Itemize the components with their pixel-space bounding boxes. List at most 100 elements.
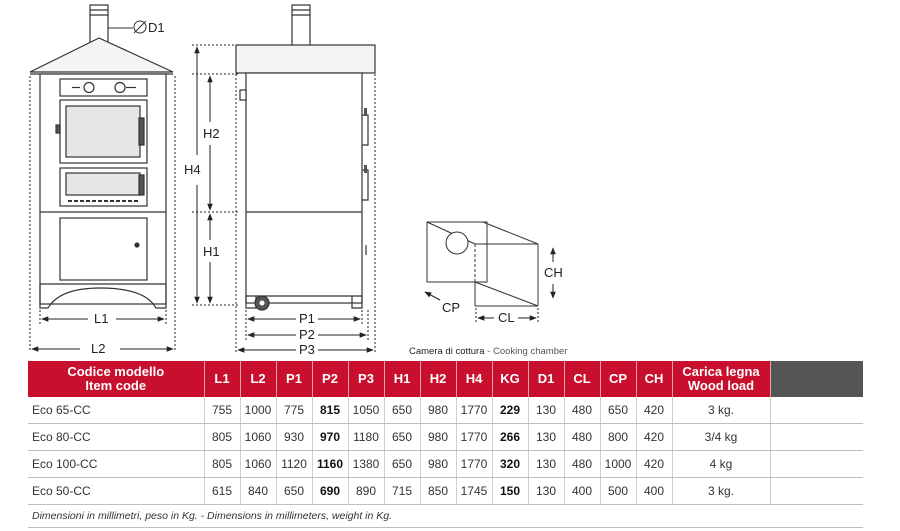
cell-l2: 840 — [240, 477, 277, 505]
cell-cp: 1000 — [600, 450, 637, 478]
header-col-h1: H1 — [384, 361, 421, 397]
height-dimensions: H4 H2 H1 — [184, 44, 238, 306]
cell-blank — [770, 397, 863, 424]
cell-p3: 1050 — [348, 397, 385, 424]
d1-label: D1 — [108, 20, 165, 35]
cell-h1: 650 — [384, 450, 421, 478]
cell-wood-load: 3/4 kg — [672, 423, 771, 451]
table-note-row: Dimensioni in millimetri, peso in Kg. - … — [28, 504, 863, 528]
header-col-p3: P3 — [348, 361, 385, 397]
side-view — [235, 4, 376, 311]
chamber-caption-sep: - — [485, 346, 493, 357]
h4-label: H4 — [184, 162, 201, 177]
cell-p1: 930 — [276, 423, 313, 451]
header-blank — [770, 361, 863, 397]
cell-p2: 815 — [312, 397, 349, 424]
p3-label: P3 — [299, 342, 315, 357]
cell-ch: 400 — [636, 477, 673, 505]
header-col-ch: CH — [636, 361, 673, 397]
p1-label: P1 — [299, 311, 315, 326]
l2-label: L2 — [91, 341, 105, 356]
side-dimensions: P1 P2 P3 — [235, 74, 376, 357]
cell-wood-load: 3 kg. — [672, 477, 771, 505]
cell-h2: 980 — [420, 423, 457, 451]
row-model: Eco 50-CC — [28, 477, 205, 505]
cell-p3: 1380 — [348, 450, 385, 478]
chamber-caption: Camera di cottura - Cooking chamber — [409, 346, 567, 357]
cell-ch: 420 — [636, 450, 673, 478]
cl-label: CL — [498, 310, 515, 325]
cell-p2: 690 — [312, 477, 349, 505]
cell-blank — [770, 423, 863, 451]
cell-p3: 1180 — [348, 423, 385, 451]
cell-kg: 150 — [492, 477, 529, 505]
cell-wood-load: 4 kg — [672, 450, 771, 478]
header-col-d1: D1 — [528, 361, 565, 397]
cell-kg: 229 — [492, 397, 529, 424]
cell-h2: 980 — [420, 397, 457, 424]
cell-h2: 980 — [420, 450, 457, 478]
cell-l2: 1000 — [240, 397, 277, 424]
cell-d1: 130 — [528, 477, 565, 505]
row-model: Eco 80-CC — [28, 423, 205, 451]
cell-h1: 715 — [384, 477, 421, 505]
row-model: Eco 100-CC — [28, 450, 205, 478]
cell-cl: 400 — [564, 477, 601, 505]
header-load-en: Wood load — [687, 378, 755, 393]
cell-h4: 1745 — [456, 477, 493, 505]
cell-cp: 500 — [600, 477, 637, 505]
header-col-h2: H2 — [420, 361, 457, 397]
header-col-kg: KG — [492, 361, 529, 397]
oven-technical-drawing: D1 L1 L2 H4 H2 H1 — [29, 4, 567, 357]
cell-p2: 970 — [312, 423, 349, 451]
cooking-chamber-diagram — [426, 221, 539, 307]
cell-p1: 650 — [276, 477, 313, 505]
header-load-it: Carica legna — [682, 364, 760, 379]
header-col-h4: H4 — [456, 361, 493, 397]
cell-l1: 615 — [204, 477, 241, 505]
chamber-dimensions: CH CP CL — [424, 247, 563, 325]
ch-label: CH — [544, 265, 563, 280]
cell-ch: 420 — [636, 397, 673, 424]
cell-kg: 320 — [492, 450, 529, 478]
header-col-l2: L2 — [240, 361, 277, 397]
d1-text: D1 — [148, 20, 165, 35]
header-col-cp: CP — [600, 361, 637, 397]
cell-cl: 480 — [564, 423, 601, 451]
cell-cp: 800 — [600, 423, 637, 451]
cell-d1: 130 — [528, 423, 565, 451]
header-model-en: Item code — [85, 378, 147, 393]
h2-label: H2 — [203, 126, 220, 141]
cell-cl: 480 — [564, 397, 601, 424]
cell-cl: 480 — [564, 450, 601, 478]
front-dimensions: L1 L2 — [29, 76, 176, 356]
l1-label: L1 — [94, 311, 108, 326]
cell-h4: 1770 — [456, 397, 493, 424]
header-col-p1: P1 — [276, 361, 313, 397]
cell-d1: 130 — [528, 450, 565, 478]
cell-p3: 890 — [348, 477, 385, 505]
cell-l2: 1060 — [240, 450, 277, 478]
cell-l1: 805 — [204, 423, 241, 451]
cell-blank — [770, 450, 863, 478]
cell-h2: 850 — [420, 477, 457, 505]
h1-label: H1 — [203, 244, 220, 259]
cell-cp: 650 — [600, 397, 637, 424]
header-col-p2: P2 — [312, 361, 349, 397]
cell-kg: 266 — [492, 423, 529, 451]
cell-wood-load: 3 kg. — [672, 397, 771, 424]
header-col-cl: CL — [564, 361, 601, 397]
chamber-caption-it: Camera di cottura — [409, 346, 485, 357]
cell-p1: 1120 — [276, 450, 313, 478]
front-view — [29, 4, 174, 309]
header-col-l1: L1 — [204, 361, 241, 397]
table-note: Dimensioni in millimetri, peso in Kg. - … — [28, 504, 863, 528]
